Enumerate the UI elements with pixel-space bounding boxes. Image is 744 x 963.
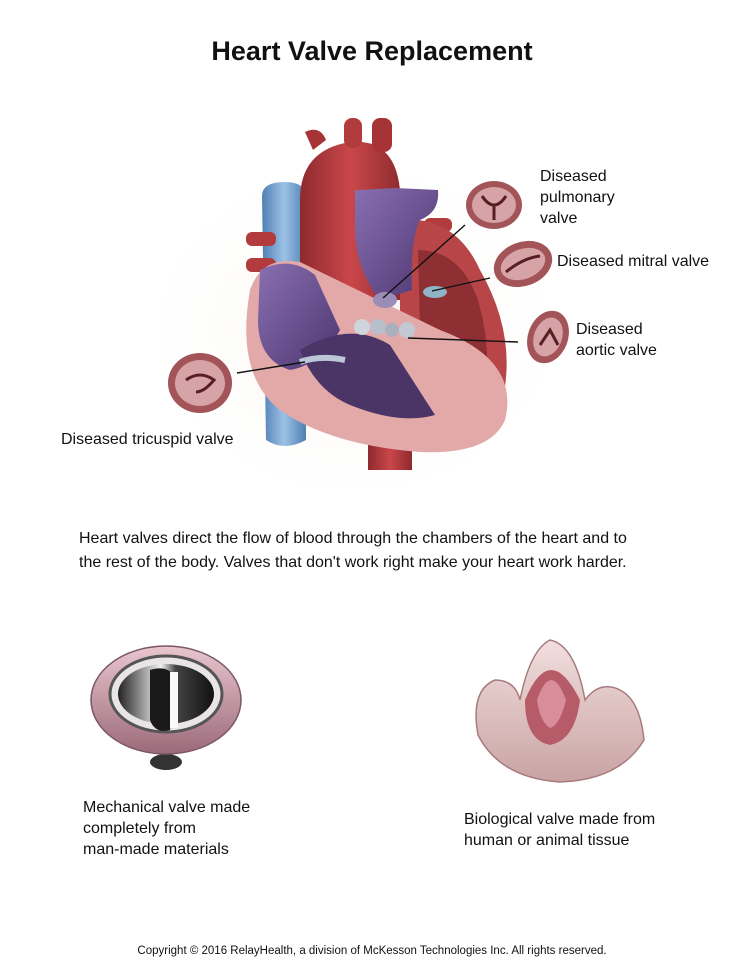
right-ventricle [300, 333, 435, 419]
label-tricuspid: Diseased tricuspid valve [61, 431, 234, 448]
pulmonary-trunk [355, 188, 439, 300]
mitral-leader-line [431, 277, 491, 292]
copyright-notice: Copyright © 2016 RelayHealth, a division… [137, 945, 607, 957]
label-mitral: Diseased mitral valve [557, 253, 710, 270]
label-pulmonary: Diseased pulmonary valve [540, 168, 615, 227]
aortic-leader-line [407, 337, 519, 343]
label-aortic: Diseased aortic valve [576, 321, 657, 359]
biological-valve-illustration [475, 639, 645, 783]
mitral-valve-detail [493, 240, 553, 288]
pulmonary-valve-detail [466, 181, 522, 229]
pulmonary-leader-line [382, 224, 466, 299]
biological-valve-caption: Biological valve made from human or anim… [464, 811, 656, 849]
description-paragraph: Heart valves direct the flow of blood th… [79, 530, 627, 571]
page-title: Heart Valve Replacement [211, 36, 533, 66]
mechanical-valve-illustration [90, 645, 242, 770]
aortic-valve-detail [527, 310, 569, 364]
mechanical-valve-caption: Mechanical valve made completely from ma… [83, 799, 251, 858]
tricuspid-valve-detail [168, 353, 232, 413]
tricuspid-leader-line [236, 361, 306, 374]
